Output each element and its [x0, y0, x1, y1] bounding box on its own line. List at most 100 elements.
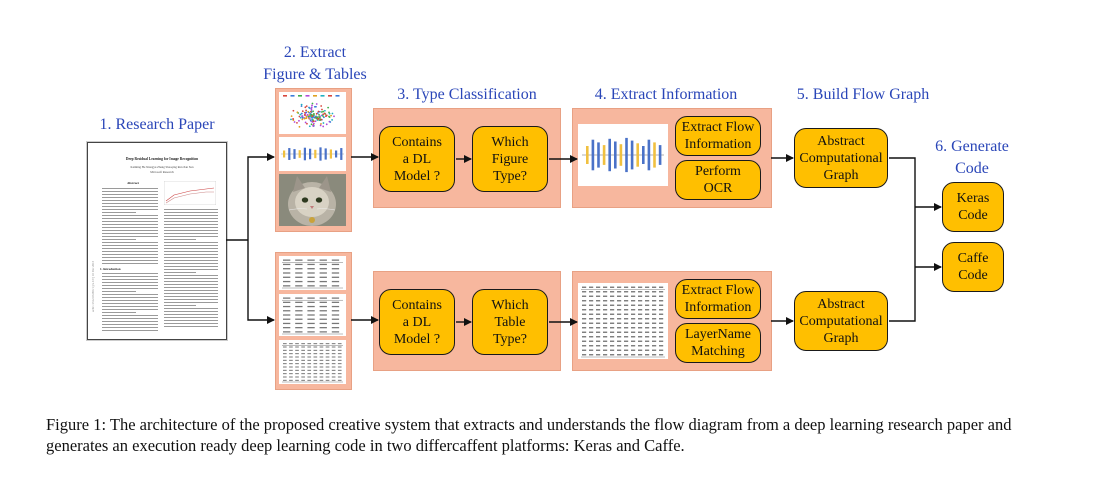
layer-bar [586, 146, 589, 164]
table-cell [295, 301, 303, 303]
table-cell [610, 331, 615, 333]
table-cell [289, 363, 293, 365]
table-cell [283, 268, 291, 270]
table-cell [295, 310, 303, 312]
table-cell [319, 379, 324, 381]
table-cell [295, 373, 299, 375]
table-cell [645, 318, 650, 320]
network-figure-crop-image [578, 124, 668, 186]
table-cell [319, 263, 327, 266]
paper-text-line [102, 288, 158, 289]
table-cell [331, 272, 340, 274]
layer-bar [625, 137, 628, 173]
table-cell [295, 327, 303, 329]
table-cell [331, 310, 340, 312]
table-cell [645, 349, 650, 351]
table-cell [582, 300, 587, 302]
table-cell [295, 305, 303, 308]
table-cell [652, 300, 657, 302]
table-cell [337, 363, 342, 365]
paper-text-line [102, 212, 136, 213]
table-cell [645, 336, 650, 338]
table-cell [295, 285, 303, 287]
paper-text-line [102, 242, 158, 243]
layer-bar [619, 144, 623, 166]
table-cell [659, 349, 664, 351]
table-cell [603, 295, 608, 297]
table-cell [589, 295, 594, 297]
table-cell [283, 272, 291, 274]
paper-text-line [164, 293, 218, 294]
table-cell [603, 300, 608, 302]
table-cell [289, 346, 293, 348]
paper-text-line [164, 233, 218, 234]
table-cell [313, 356, 318, 358]
table-cell [289, 349, 293, 351]
figure-caption: Figure 1: The architecture of the propos… [46, 415, 1012, 455]
table-cell [325, 346, 330, 348]
table-cell [652, 309, 657, 311]
table-cell [589, 331, 594, 333]
paper-text-line [164, 317, 218, 318]
abstract-computational-graph-box-top: Abstract Computational Graph [794, 128, 888, 188]
table-cell [617, 313, 622, 315]
table-cell [319, 343, 324, 345]
table-cell [307, 314, 315, 316]
paper-text-line [102, 263, 158, 264]
table-cell [301, 366, 305, 368]
table-cell [337, 366, 342, 368]
table-cell [295, 346, 299, 348]
table-cell [659, 309, 664, 311]
table-cell [596, 300, 601, 302]
table-cell [596, 309, 601, 311]
paper-text-line [102, 200, 158, 201]
table-cell [631, 340, 636, 342]
table-cell [596, 331, 601, 333]
table-cell [319, 301, 327, 303]
table-cell [331, 263, 340, 266]
table-cell [638, 345, 643, 347]
scatter-plot-image [279, 92, 346, 134]
table-cell [610, 354, 615, 356]
paper-text-line [164, 308, 218, 309]
paper-text-line [164, 302, 218, 303]
table-cell [283, 263, 291, 266]
table-cell [617, 286, 622, 288]
table-cell [652, 286, 657, 288]
table-cell [337, 343, 342, 345]
table-cell [307, 366, 312, 368]
table-cell [582, 354, 587, 356]
table-cell [638, 322, 643, 324]
table-cell [283, 285, 291, 287]
table-cell [582, 309, 587, 311]
table-cell [589, 322, 594, 324]
table-cell [603, 340, 608, 342]
table-cell [652, 318, 657, 320]
table-cell [337, 376, 342, 378]
table-cell [307, 373, 312, 375]
layer-bar [309, 148, 312, 160]
table-cell [313, 343, 318, 345]
table-cell [283, 356, 287, 358]
stage-5-label: 5. Build Flow Graph [796, 86, 930, 103]
paper-text-line [164, 284, 218, 285]
table-cell [295, 363, 299, 365]
table-cell [645, 309, 650, 311]
paper-authors: Kaiming He Xiangyu Zhang Shaoqing Ren Ji… [130, 165, 194, 169]
paper-text-line [102, 194, 158, 195]
table-cell [307, 276, 315, 278]
table-cell [301, 356, 305, 358]
table-cell [589, 304, 594, 306]
table-cell [331, 366, 336, 368]
table-cell [307, 318, 315, 320]
table-cell [283, 301, 291, 303]
table-cell [307, 349, 312, 351]
table-cell [645, 291, 650, 293]
paper-text-line [102, 312, 136, 313]
layer-bar [653, 142, 656, 168]
table-cell [596, 345, 601, 347]
table-cell [596, 291, 601, 293]
layer-bar [642, 146, 645, 164]
table-cell [331, 376, 336, 378]
table-cell [624, 336, 629, 338]
